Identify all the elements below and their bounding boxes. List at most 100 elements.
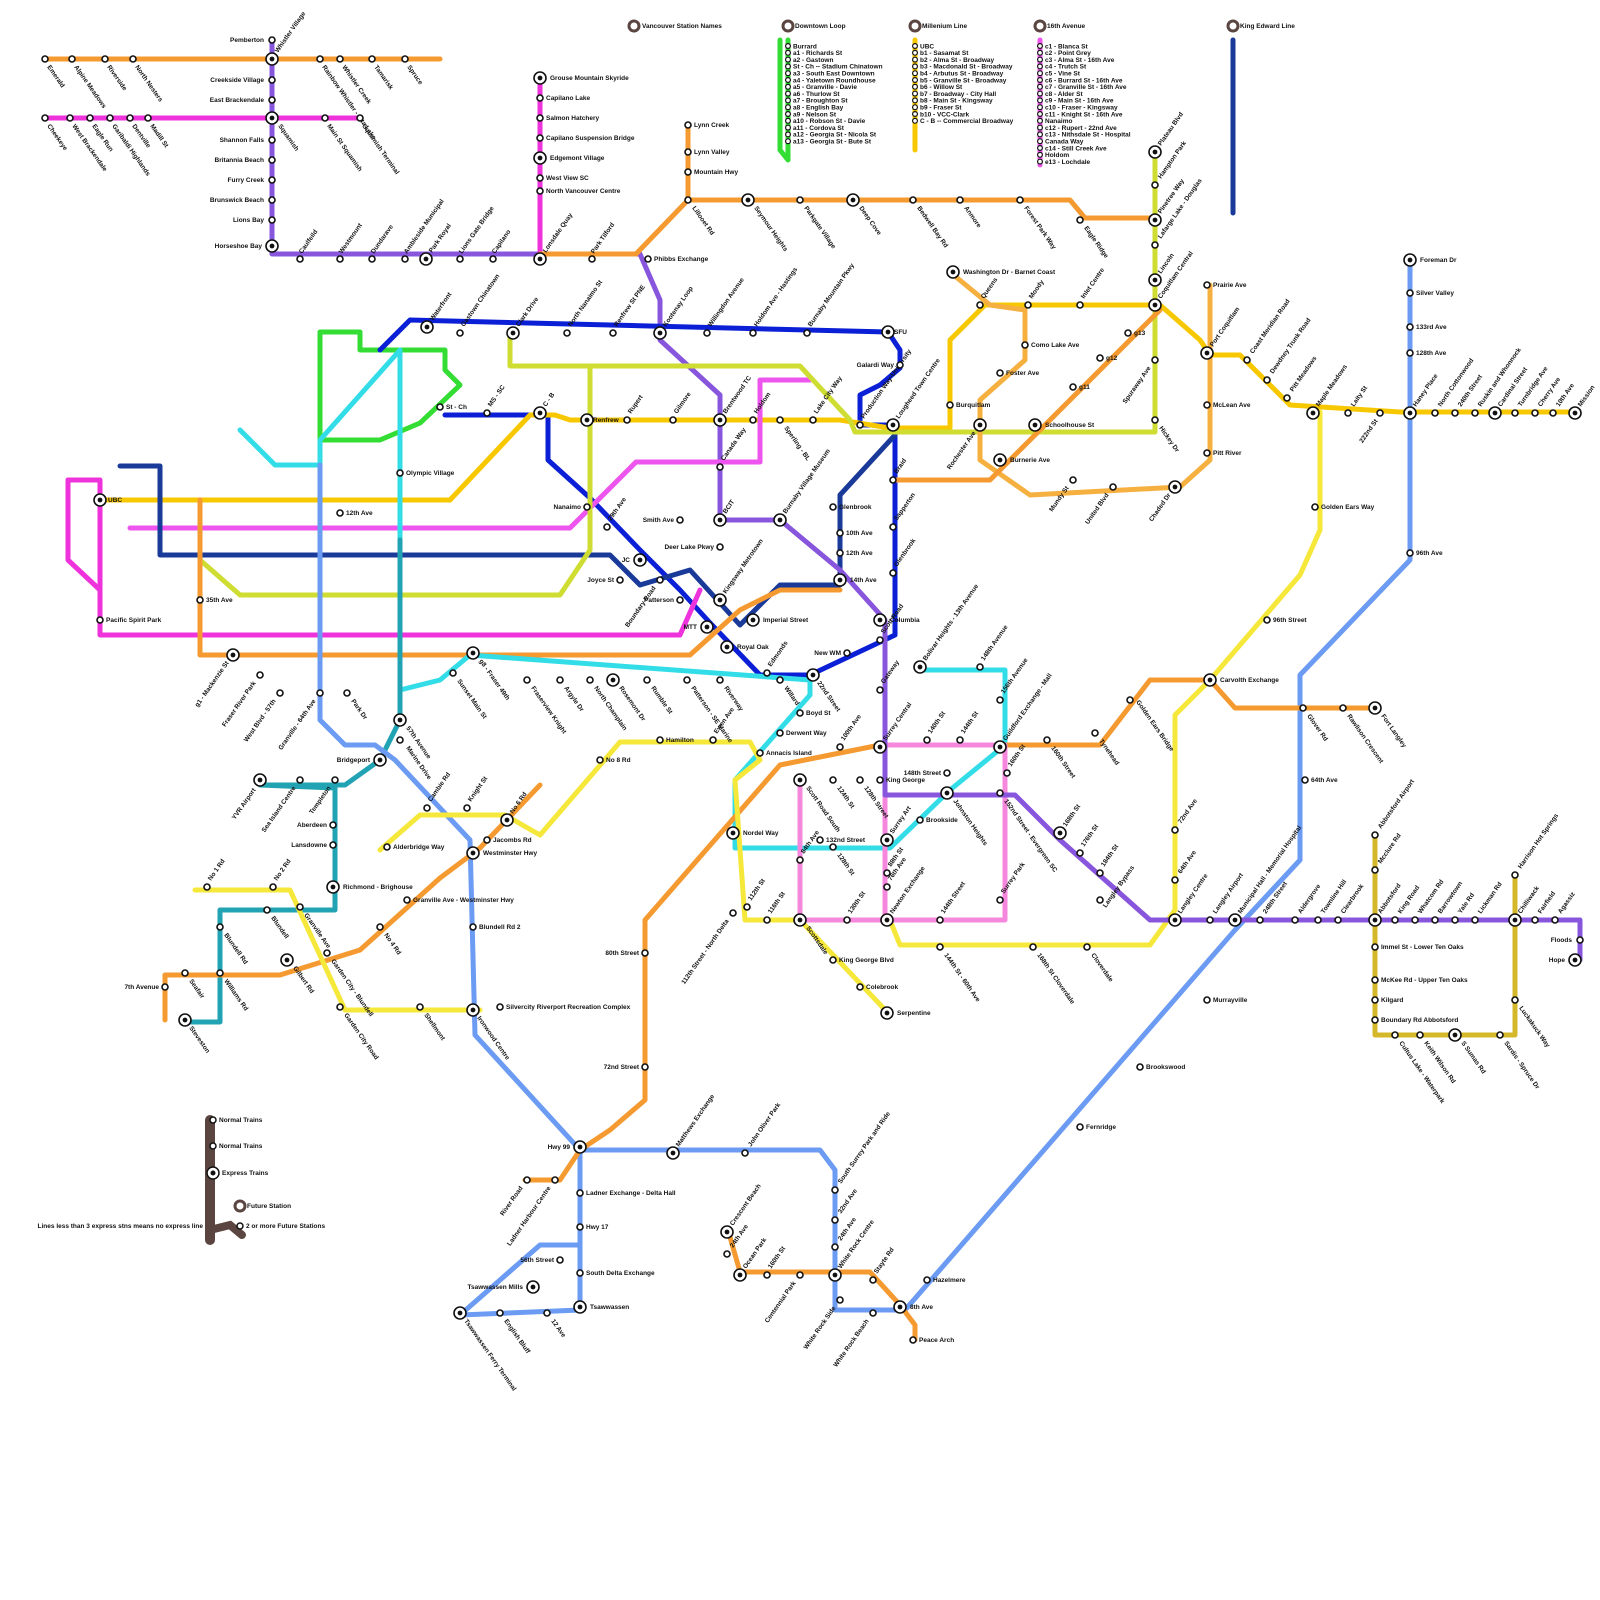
station-aberdeen[interactable]: Aberdeen: [297, 822, 336, 829]
station-phibbs[interactable]: Phibbs Exchange: [645, 256, 709, 263]
station-foreman[interactable]: Foreman Dr: [1404, 254, 1457, 266]
station-mackenzie[interactable]: g1 - Mackenzie St: [194, 649, 239, 709]
station-alpine-meadows[interactable]: Alpine Meadows: [69, 56, 108, 110]
station-olympic[interactable]: Olympic Village: [397, 470, 455, 477]
station-luckakuck[interactable]: Luckakuck Way: [1512, 997, 1551, 1049]
station-no1[interactable]: No 1 Rd: [204, 858, 227, 890]
station-derwent[interactable]: Derwent Way: [777, 730, 827, 737]
station-capilano-lake[interactable]: Capilano Lake: [537, 95, 590, 102]
station-new-wm[interactable]: New WM: [814, 650, 850, 657]
station-fernridge[interactable]: Fernridge: [1077, 1124, 1116, 1131]
station-argyle[interactable]: Argyle Dr: [557, 677, 585, 714]
station-ladner[interactable]: Ladner Exchange - Delta Hall: [577, 1190, 676, 1197]
station-burnaby-mtn[interactable]: Burnaby Mountain Pkwy: [804, 262, 856, 336]
station-lillooet[interactable]: Lillooet Rd: [685, 197, 715, 237]
station-st72[interactable]: 72nd Street: [604, 1064, 648, 1071]
station-salmon[interactable]: Salmon Hatchery: [537, 115, 599, 122]
station-st168b[interactable]: 168th St: [1054, 803, 1083, 839]
station-squamish-terminal[interactable]: Squamish Terminal: [357, 115, 400, 176]
station-lansdowne[interactable]: Lansdowne: [291, 842, 336, 849]
station-ave12[interactable]: 12 Ave: [544, 1310, 567, 1339]
station-richmond-brighouse[interactable]: Richmond - Brighouse: [327, 881, 413, 893]
station-gastown[interactable]: Gastown Chinatown: [457, 273, 501, 336]
station-south-delta[interactable]: South Delta Exchange: [577, 1270, 655, 1277]
station-ave156[interactable]: 156th Avenue: [997, 657, 1030, 703]
station-ave128[interactable]: 128th Ave: [1407, 350, 1447, 357]
station-mountain-hwy[interactable]: Mountain Hwy: [685, 169, 738, 176]
station-west-view[interactable]: West View SC: [537, 175, 589, 182]
station-pitt-meadows[interactable]: Pitt Meadows: [1284, 355, 1319, 401]
station-waterfront[interactable]: Waterfront: [421, 291, 454, 333]
station-harrison[interactable]: Harrison Hot Springs: [1512, 812, 1560, 878]
station-st144[interactable]: 144th Street: [937, 880, 967, 923]
station-furry-creek[interactable]: Furry Creek: [228, 177, 276, 184]
station-hickey[interactable]: Hickey Dr: [1152, 417, 1181, 454]
station-schoolhouse[interactable]: Schoolhouse St: [1029, 419, 1095, 431]
station-ave12th[interactable]: 12th Ave: [337, 510, 373, 517]
station-ladner-harbour[interactable]: Ladner Harbour Centre: [506, 1177, 558, 1247]
station-patterson[interactable]: Patterson: [644, 597, 683, 604]
station-creekside[interactable]: Creekside Village: [210, 77, 275, 84]
station-shannon-falls[interactable]: Shannon Falls: [220, 137, 275, 144]
station-hwy99[interactable]: Hwy 99: [548, 1141, 586, 1153]
station-st184[interactable]: 184th St: [1097, 843, 1121, 876]
station-silver-valley[interactable]: Silver Valley: [1407, 290, 1454, 297]
station-st96[interactable]: 96th Street: [1264, 617, 1307, 624]
station-ave7[interactable]: 7th Avenue: [124, 984, 168, 991]
station-st222[interactable]: 222nd St: [1358, 410, 1383, 444]
station-capilano-susp[interactable]: Capilano Suspension Bridge: [537, 135, 635, 142]
station-grouse[interactable]: Grouse Mountain Skyride: [534, 72, 629, 84]
station-washington[interactable]: Washington Dr - Barnet Coast: [947, 266, 1056, 278]
station-main-squamish[interactable]: Main St Squamish: [322, 115, 363, 173]
station-granville64[interactable]: Granville - 64th Ave: [277, 690, 323, 751]
station-stayte[interactable]: Stayte Rd: [870, 1247, 896, 1283]
station-kilgard[interactable]: Kilgard: [1372, 997, 1403, 1004]
station-murrayville[interactable]: Murrayville: [1204, 997, 1248, 1004]
station-surrey-park[interactable]: Surrey Park: [997, 861, 1027, 903]
station-carvolth[interactable]: Carvolth Exchange: [1204, 674, 1279, 686]
station-caulfeild[interactable]: Caulfeild: [297, 229, 319, 262]
station-seymour[interactable]: Seymour Heights: [742, 194, 789, 253]
station-g12[interactable]: g12: [1097, 355, 1118, 362]
station-cloverdale[interactable]: Cloverdale: [1084, 944, 1114, 984]
station-bolivar[interactable]: Bolivar Heights - 13th Avenue: [914, 583, 980, 673]
station-holdom-hastings[interactable]: Holdom Ave - Hastings: [750, 266, 799, 336]
station-imperial[interactable]: Imperial Street: [747, 614, 809, 626]
station-deer-lake[interactable]: Deer Lake Pkwy: [664, 544, 723, 551]
station-nv-centre[interactable]: North Vancouver Centre: [537, 188, 621, 195]
station-parkgate[interactable]: Parkgate Village: [797, 197, 837, 251]
station-burnaby-village[interactable]: Burnaby Village Museum: [774, 448, 832, 526]
station-tsawwassen[interactable]: Tsawwassen: [574, 1301, 629, 1313]
station-g13[interactable]: g13: [1125, 330, 1146, 337]
station-pacific-spirit[interactable]: Pacific Spirit Park: [97, 617, 162, 624]
station-st176[interactable]: 176th St: [1077, 823, 1101, 856]
station-abbotsford-airport[interactable]: Abbotsford Airport: [1372, 778, 1417, 838]
station-capilano[interactable]: Capilano: [490, 229, 512, 262]
station-silvercity[interactable]: Silvercity Riverport Recreation Complex: [497, 1004, 631, 1011]
station-lions-bay[interactable]: Lions Bay: [233, 217, 275, 224]
station-no4[interactable]: No 4 Rd: [377, 924, 402, 956]
station-tsawwassen-mills[interactable]: Tsawwassen Mills: [467, 1281, 539, 1293]
station-como[interactable]: Como Lake Ave: [1022, 342, 1080, 349]
station-blundell-rd2[interactable]: Blundell Rd 2: [470, 924, 521, 931]
station-westminster-hwy[interactable]: Westminster Hwy: [467, 847, 537, 859]
station-east-brackendale[interactable]: East Brackendale: [210, 97, 275, 104]
station-britannia[interactable]: Britannia Beach: [215, 157, 276, 164]
station-eagle-ridge[interactable]: Eagle Ridge: [1077, 217, 1110, 260]
station-sunset[interactable]: Sunset Main St: [450, 670, 488, 721]
station-nordel[interactable]: Nordel Way: [727, 827, 779, 839]
station-golden-ears-bridge[interactable]: Golden Ears Bridge: [1127, 697, 1175, 753]
station-horseshoe-bay[interactable]: Horseshoe Bay: [215, 240, 278, 252]
station-rumble[interactable]: Rumble St: [644, 677, 674, 716]
station-bridgeport[interactable]: Bridgeport: [337, 754, 386, 766]
station-white-rock-beach[interactable]: White Rock Beach: [832, 1310, 876, 1369]
station-serpentine[interactable]: Serpentine: [881, 1007, 931, 1019]
station-st144b[interactable]: 144th St: [957, 710, 981, 743]
station-royal-oak[interactable]: Royal Oak: [721, 641, 769, 653]
station-ave144-60[interactable]: 144th St - 60th Ave: [937, 944, 981, 1004]
station-ave100[interactable]: 100th Ave: [837, 713, 863, 750]
station-st-ch[interactable]: St - Ch: [437, 404, 467, 411]
station-boundary-abb[interactable]: Boundary Rd Abbotsford: [1372, 1017, 1458, 1024]
station-ave64[interactable]: 64th Ave: [1302, 777, 1338, 784]
station-rawlison[interactable]: Rawlison Crescent: [1340, 705, 1385, 765]
